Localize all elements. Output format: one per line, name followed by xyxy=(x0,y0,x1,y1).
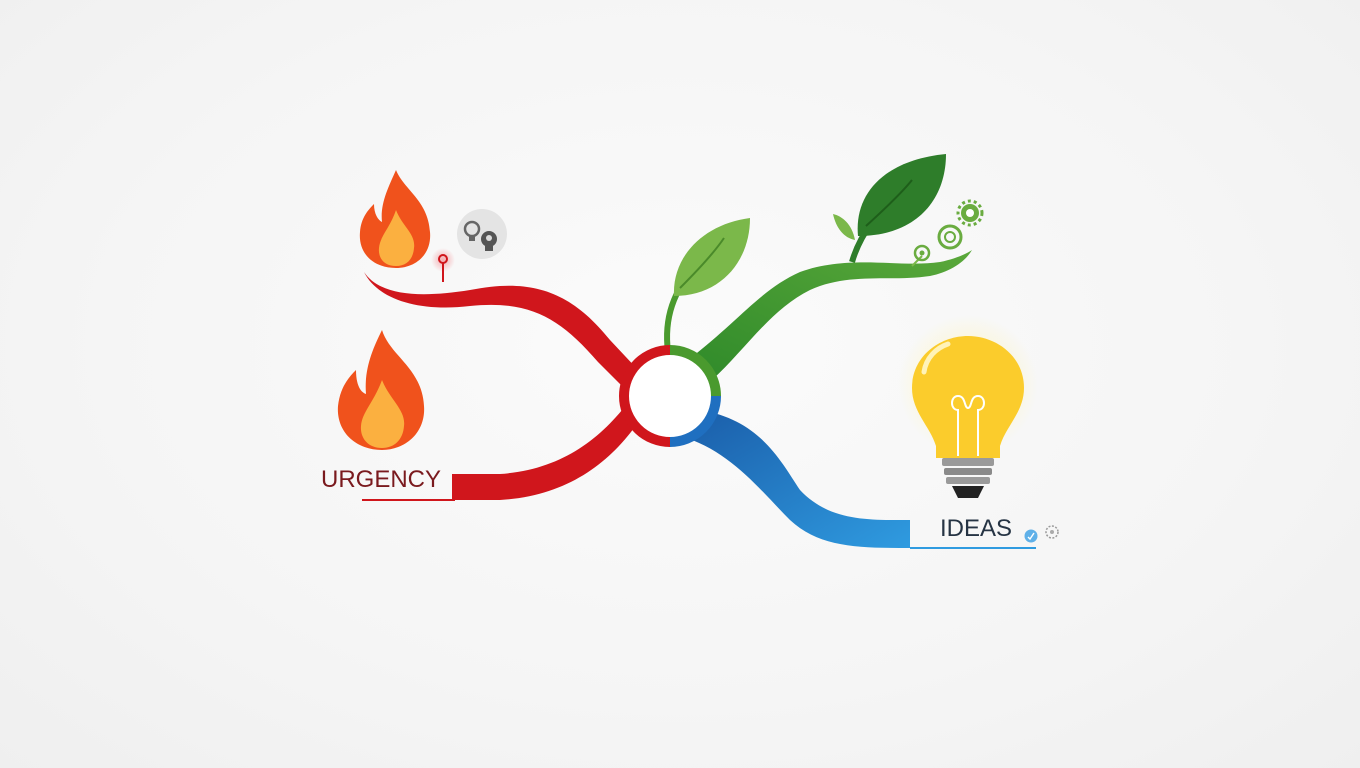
ideas-label: IDEAS xyxy=(940,515,1013,542)
ideas-branch xyxy=(680,410,1036,549)
target-icon xyxy=(937,224,963,250)
target-icon xyxy=(911,244,931,267)
leaf-icon xyxy=(857,154,946,236)
fire-icon xyxy=(337,330,425,450)
gear-icon xyxy=(956,199,984,227)
leaf-icon xyxy=(673,218,750,296)
check-badge-icon[interactable] xyxy=(1024,529,1038,543)
urgency-branch-upper xyxy=(364,272,640,392)
lightbulb-icon xyxy=(898,315,1038,498)
fire-icon xyxy=(359,170,431,268)
leaf-icon xyxy=(833,214,855,240)
center-node[interactable] xyxy=(619,345,721,447)
pin-icon xyxy=(431,248,455,282)
urgency-label: URGENCY xyxy=(321,466,442,493)
lightbulb-pair-icon xyxy=(457,209,507,259)
gear-icon[interactable] xyxy=(1045,525,1059,539)
urgency-branch-lower xyxy=(362,400,645,501)
